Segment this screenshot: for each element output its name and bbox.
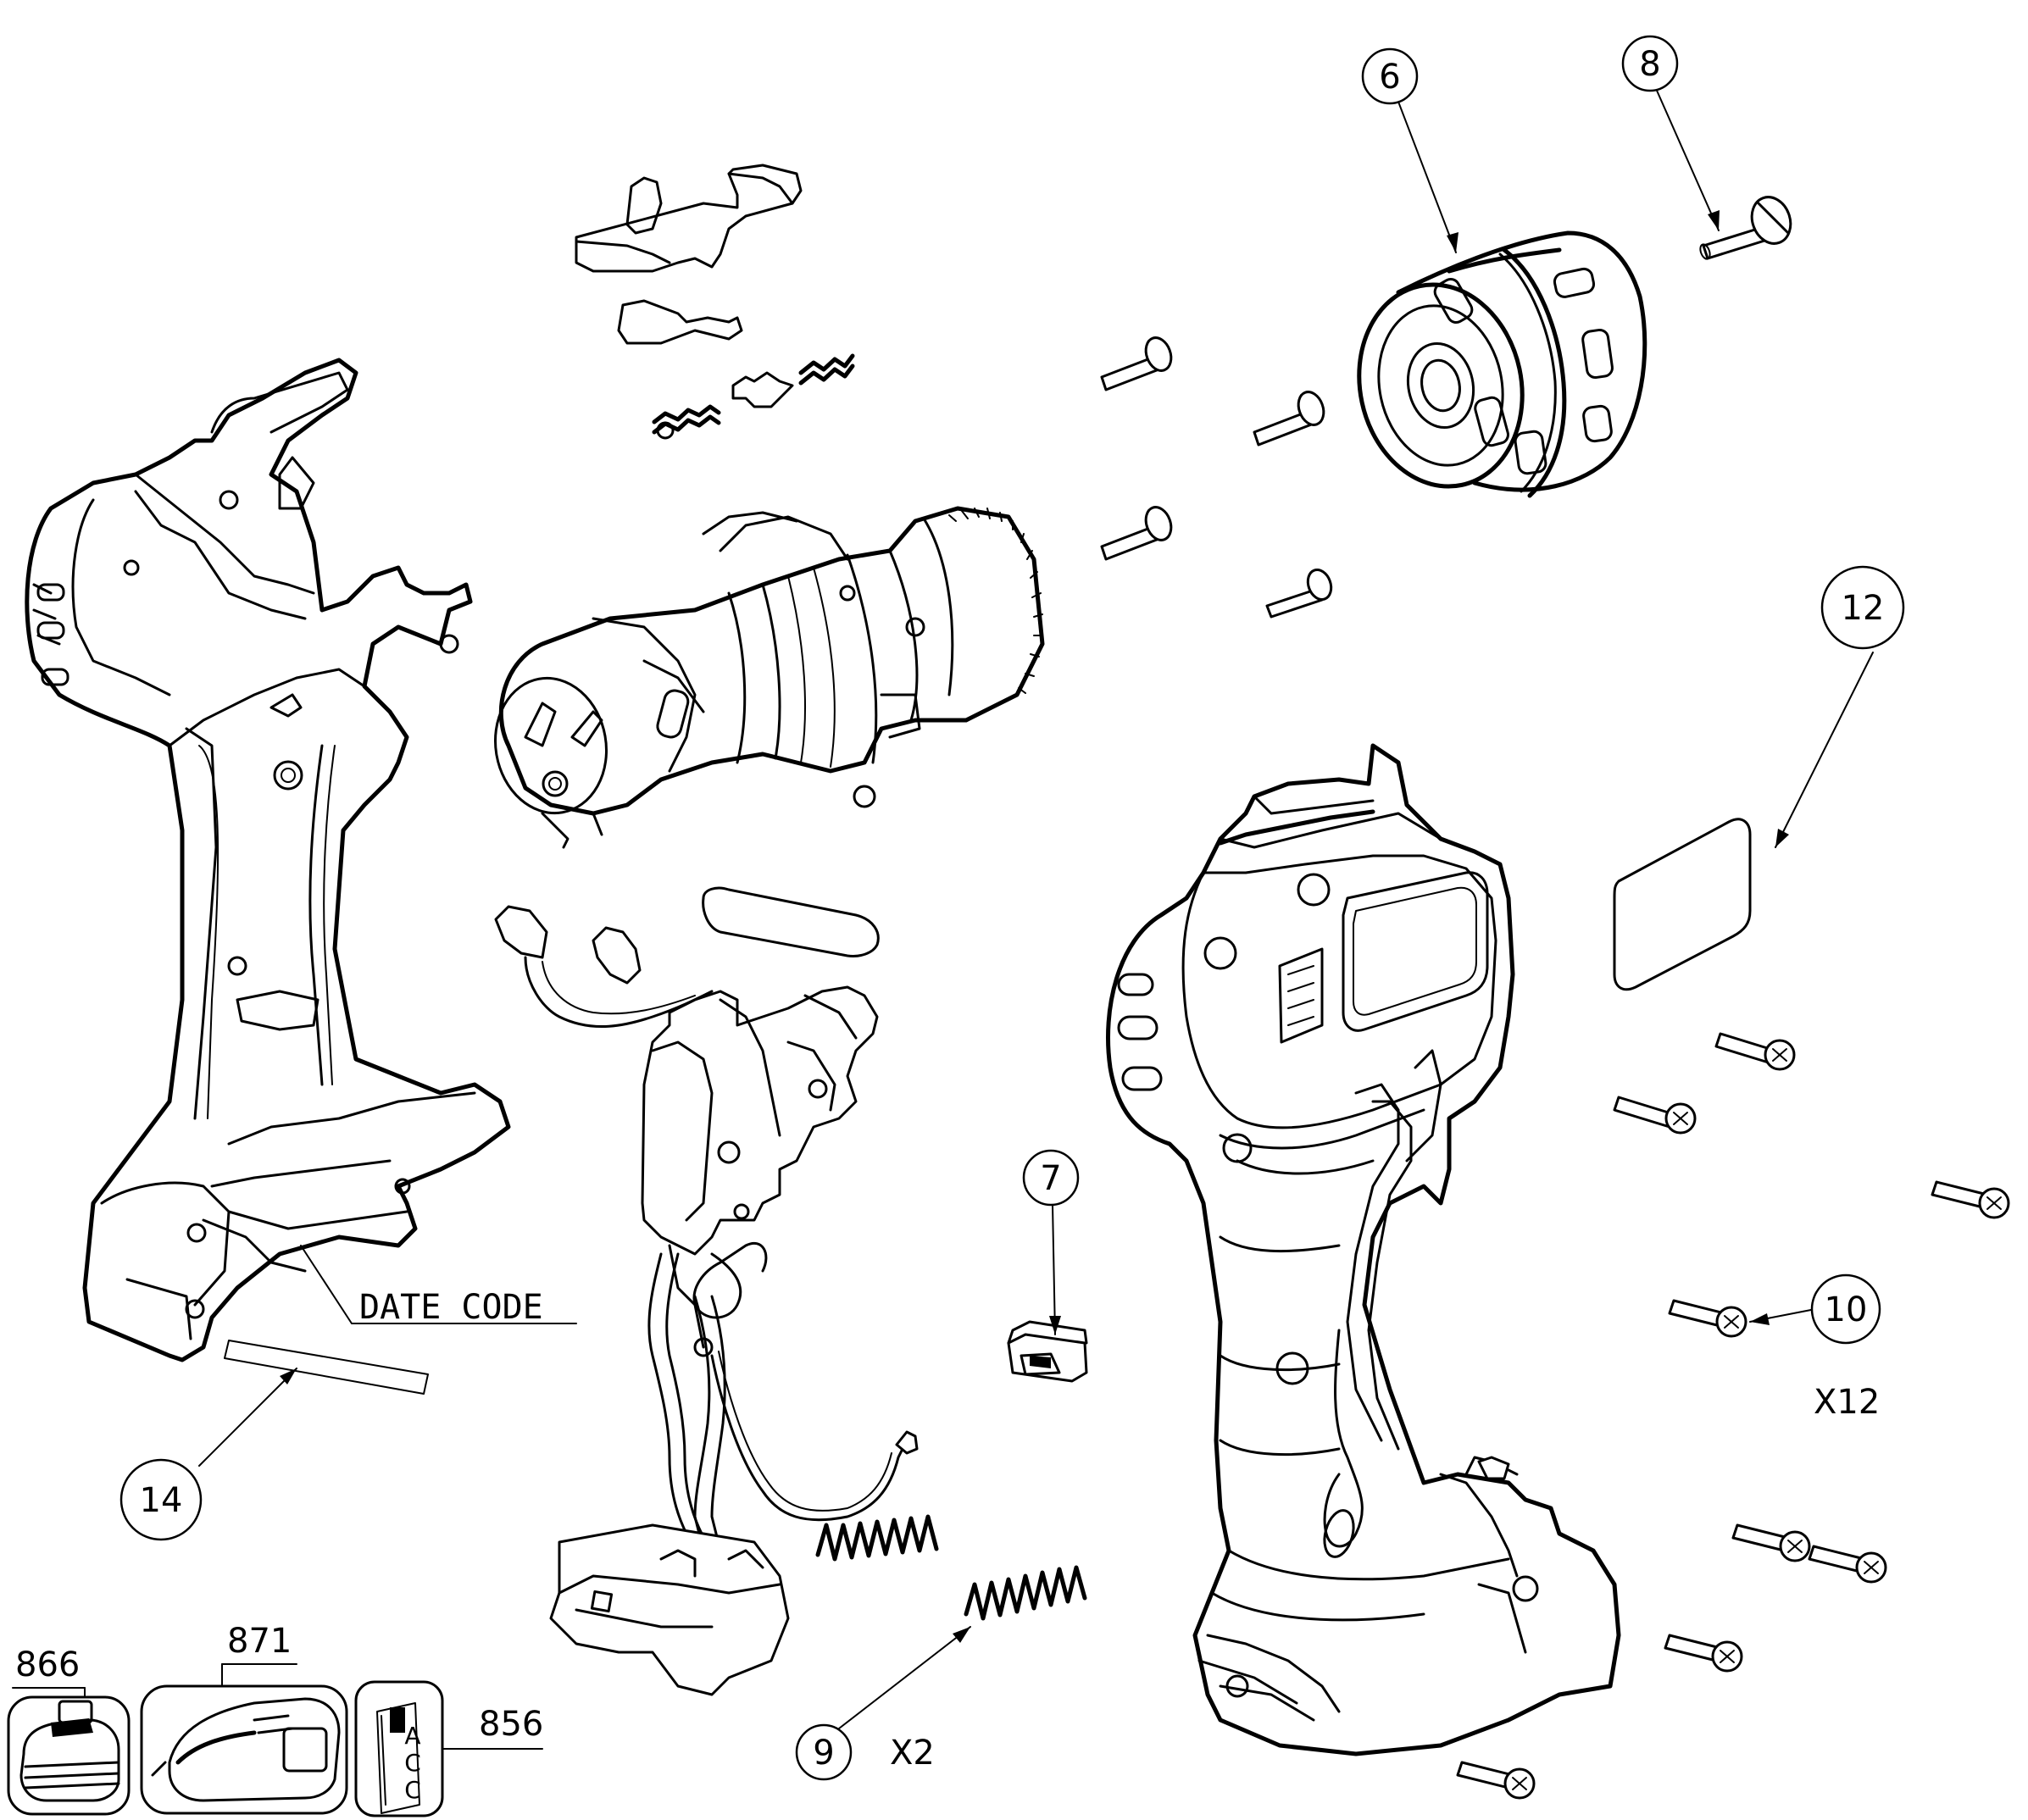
svg-text:14: 14 xyxy=(140,1481,183,1520)
housing-screw xyxy=(1664,1634,1743,1673)
label-sticker-part xyxy=(224,1340,429,1395)
svg-text:7: 7 xyxy=(1040,1159,1061,1198)
housing-screw xyxy=(1808,1545,1887,1584)
motor-gearbox-assembly xyxy=(493,506,1045,849)
callout-6: 6 xyxy=(1361,47,1419,105)
callout-12: 12 xyxy=(1820,565,1905,650)
callout-14: 14 xyxy=(119,1458,203,1541)
contact-bar xyxy=(702,886,880,957)
forward-reverse-switch-assembly xyxy=(575,164,855,440)
svg-text:12: 12 xyxy=(1842,589,1885,628)
svg-text:6: 6 xyxy=(1379,58,1400,97)
callout-9: 9 xyxy=(795,1723,853,1781)
svg-text:871: 871 xyxy=(227,1622,292,1661)
callout-10: 10 xyxy=(1810,1273,1881,1345)
leader-lines xyxy=(198,84,1874,1729)
svg-text:10: 10 xyxy=(1825,1290,1868,1329)
chuck-screw xyxy=(1699,196,1792,260)
svg-text:C: C xyxy=(404,1749,421,1777)
chuck-part xyxy=(1357,230,1647,498)
svg-text:A: A xyxy=(404,1722,420,1750)
spring-quantity-label: X2 xyxy=(890,1734,935,1773)
gearbox-screw xyxy=(1265,569,1333,619)
callout-7: 7 xyxy=(1022,1149,1080,1207)
screw-quantity-label: X12 xyxy=(1814,1383,1880,1422)
right-housing-half xyxy=(1106,743,1621,1756)
svg-text:866: 866 xyxy=(15,1645,80,1684)
callout-8: 8 xyxy=(1621,35,1679,92)
housing-screw xyxy=(1731,1523,1811,1562)
spring-pair xyxy=(815,1514,1087,1621)
housing-screw xyxy=(1714,1032,1796,1071)
svg-text:8: 8 xyxy=(1639,45,1660,84)
housing-screw xyxy=(1456,1761,1536,1800)
accessory-871-charger: 871 xyxy=(140,1622,348,1815)
date-code-label: DATE CODE xyxy=(359,1288,543,1327)
screws xyxy=(1100,196,2010,1800)
svg-text:C: C xyxy=(404,1776,421,1804)
clip-part xyxy=(1007,1320,1088,1383)
housing-screw xyxy=(1613,1096,1697,1135)
accessory-866-battery: 866 xyxy=(7,1645,131,1816)
trigger-switch-assembly xyxy=(494,905,919,1696)
svg-text:856: 856 xyxy=(479,1705,543,1744)
svg-text:9: 9 xyxy=(813,1734,834,1773)
accessory-856-card: A C C 856 xyxy=(354,1680,543,1817)
label-plate-part xyxy=(1613,818,1752,991)
gearbox-screw xyxy=(1100,506,1173,561)
housing-screw xyxy=(1668,1299,1747,1338)
gearbox-screw xyxy=(1253,391,1325,447)
left-housing-half xyxy=(25,358,511,1362)
housing-screw xyxy=(1931,1180,2010,1219)
gearbox-screw xyxy=(1100,336,1173,391)
